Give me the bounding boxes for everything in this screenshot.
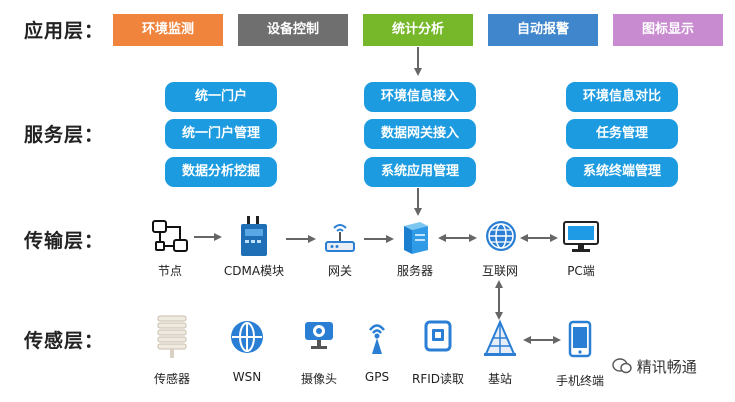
app-button-auto-alarm[interactable]: 自动报警 (488, 14, 598, 46)
gps-icon (369, 324, 385, 354)
sensing-node-wsn: WSN (222, 318, 272, 388)
service-pill: 系统应用管理 (364, 157, 476, 187)
app-button-chart-display[interactable]: 图标显示 (613, 14, 723, 46)
node-label: 网关 (327, 264, 352, 278)
server-icon (404, 222, 428, 254)
service-pill: 数据分析挖掘 (165, 157, 277, 187)
node-icon (152, 220, 188, 252)
pc-icon (563, 221, 599, 252)
transport-node-gateway: 网关 (316, 220, 364, 278)
internet-icon (486, 221, 516, 251)
transport-node-sensor-node: 节点 (140, 218, 200, 278)
sensing-node-mobile: 手机终端 (550, 320, 610, 388)
node-label: 服务器 (396, 264, 433, 278)
app-button-statistics[interactable]: 统计分析 (363, 14, 473, 46)
sensing-node-base-station: 基站 (478, 320, 522, 388)
transport-node-cdma: CDMA模块 (216, 216, 292, 278)
node-label: 互联网 (481, 264, 518, 278)
watermark: 精讯畅通 (612, 356, 697, 377)
service-pill: 统一门户管理 (165, 119, 277, 149)
node-label: GPS (364, 370, 390, 384)
transport-node-pc: PC端 (556, 218, 606, 278)
sensing-node-sensor: 传感器 (146, 312, 198, 388)
sensing-node-gps: GPS (356, 318, 398, 388)
sensing-node-rfid: RFID读取 (406, 318, 470, 388)
app-layer-label: 应用层： (24, 20, 105, 42)
wsn-icon (231, 321, 263, 353)
gateway-icon (325, 224, 355, 252)
app-button-env-monitor[interactable]: 环境监测 (113, 14, 223, 46)
service-pill: 环境信息接入 (364, 82, 476, 112)
node-label: 传感器 (153, 372, 190, 386)
camera-icon (305, 322, 333, 349)
service-pill: 任务管理 (566, 119, 678, 149)
sensing-node-camera: 摄像头 (292, 320, 346, 388)
app-button-device-control[interactable]: 设备控制 (238, 14, 348, 46)
cdma-module-icon (241, 216, 267, 256)
node-label: 基站 (487, 372, 512, 386)
node-label: PC端 (567, 264, 595, 278)
service-pill: 数据网关接入 (364, 119, 476, 149)
wechat-icon (612, 358, 632, 374)
sensor-icon (157, 315, 187, 358)
node-label: CDMA模块 (223, 264, 285, 278)
transport-node-server: 服务器 (390, 218, 440, 278)
node-label: 手机终端 (555, 374, 604, 388)
node-label: RFID读取 (411, 372, 465, 386)
rfid-icon (424, 320, 452, 352)
service-pill: 统一门户 (165, 82, 277, 112)
node-label: 节点 (157, 264, 182, 278)
transport-layer-label: 传输层： (24, 230, 105, 252)
mobile-icon (568, 320, 592, 358)
watermark-text: 精讯畅通 (636, 358, 697, 376)
service-pill: 环境信息对比 (566, 82, 678, 112)
transport-node-internet: 互联网 (472, 218, 528, 278)
base-station-icon (484, 320, 516, 356)
sensing-layer-label: 传感层： (24, 330, 105, 352)
node-label: 摄像头 (300, 372, 337, 386)
service-pill: 系统终端管理 (566, 157, 678, 187)
service-layer-label: 服务层： (24, 124, 105, 146)
node-label: WSN (232, 370, 262, 384)
